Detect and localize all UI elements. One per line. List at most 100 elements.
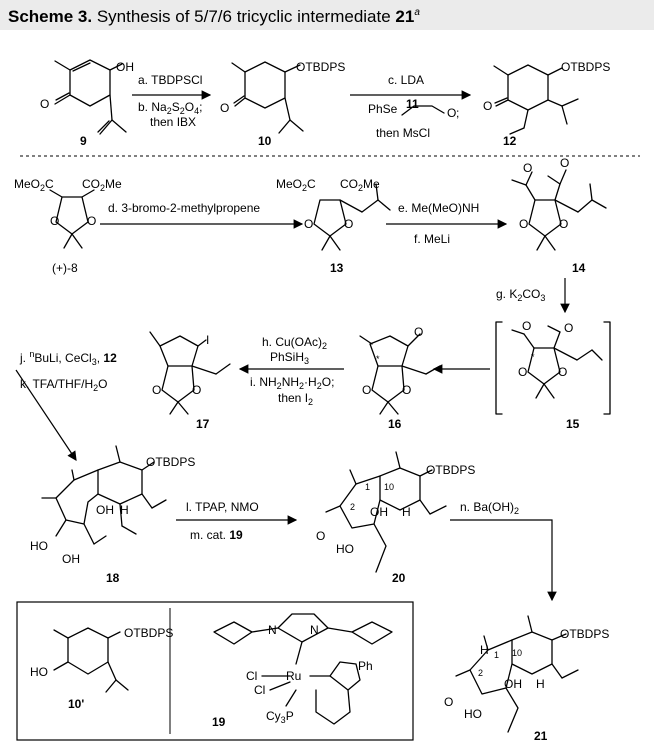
cond-i: i. NH2NH2·H2O; bbox=[250, 375, 334, 391]
svg-text:H: H bbox=[402, 505, 411, 519]
svg-text:OH: OH bbox=[62, 552, 80, 566]
cond-f: f. MeLi bbox=[414, 232, 450, 246]
svg-text:O: O bbox=[414, 325, 423, 339]
structure-19: N N Ph Cl Cl Ru Cy3P 19 bbox=[212, 613, 393, 729]
svg-text:OTBDPS: OTBDPS bbox=[146, 455, 195, 469]
cond-j: j. nBuLi, CeCl3, 12 bbox=[19, 349, 117, 367]
catalyst-box bbox=[16, 601, 414, 741]
cond-c-reagent: PhSe bbox=[368, 102, 398, 116]
svg-text:20: 20 bbox=[392, 571, 406, 585]
svg-text:O: O bbox=[316, 529, 325, 543]
svg-text:OTBDPS: OTBDPS bbox=[560, 627, 609, 641]
svg-text:10: 10 bbox=[258, 134, 272, 148]
svg-text:OTBDPS: OTBDPS bbox=[296, 60, 345, 74]
svg-text:HO: HO bbox=[336, 542, 354, 556]
svg-text:2: 2 bbox=[478, 668, 483, 678]
svg-text:Ph: Ph bbox=[358, 659, 373, 673]
structure-15: O O O O * 15 bbox=[495, 319, 611, 431]
svg-text:18: 18 bbox=[106, 571, 120, 585]
svg-text:OH: OH bbox=[116, 60, 134, 74]
svg-text:MeO2C: MeO2C bbox=[276, 177, 316, 193]
svg-text:O: O bbox=[523, 161, 532, 175]
cond-b: b. Na2S2O4; bbox=[138, 100, 202, 116]
structure-10: O OTBDPS 10 bbox=[220, 60, 345, 148]
svg-text:OTBDPS: OTBDPS bbox=[124, 626, 173, 640]
svg-text:O: O bbox=[519, 217, 528, 231]
cond-m: m. cat. 19 bbox=[190, 528, 243, 542]
svg-text:OH: OH bbox=[96, 503, 114, 517]
svg-text:H: H bbox=[536, 677, 545, 691]
svg-text:H: H bbox=[480, 643, 489, 657]
svg-text:O: O bbox=[152, 383, 161, 397]
cond-g: g. K2CO3 bbox=[496, 287, 545, 303]
structure-18: OTBDPS OH H HO OH 18 bbox=[30, 445, 195, 585]
cond-l: l. TPAP, NMO bbox=[186, 500, 259, 514]
cond-i-then: then I2 bbox=[278, 391, 313, 407]
structure-12: O OTBDPS 12 bbox=[483, 60, 610, 148]
svg-text:O: O bbox=[87, 214, 96, 228]
arrow-n bbox=[450, 519, 557, 602]
svg-text:16: 16 bbox=[388, 417, 402, 431]
cond-k: k. TFA/THF/H2O bbox=[20, 377, 107, 393]
svg-text:O: O bbox=[402, 383, 411, 397]
cond-d: d. 3-bromo-2-methylpropene bbox=[108, 201, 260, 215]
svg-text:*: * bbox=[376, 354, 380, 364]
cond-h2: PhSiH3 bbox=[270, 350, 309, 366]
svg-text:Cl: Cl bbox=[246, 669, 257, 683]
svg-text:HO: HO bbox=[30, 665, 48, 679]
svg-text:17: 17 bbox=[196, 417, 210, 431]
structure-14: O O O O 14 bbox=[511, 156, 607, 275]
cond-n: n. Ba(OH)2 bbox=[460, 500, 519, 516]
cond-a: a. TBDPSCl bbox=[138, 73, 202, 87]
svg-text:2: 2 bbox=[350, 502, 355, 512]
structure-20: OTBDPS 1 2 10 OH H O HO 20 bbox=[316, 451, 475, 585]
svg-text:O: O bbox=[192, 383, 201, 397]
structure-17: I O O 17 bbox=[149, 331, 231, 431]
cond-c: c. LDA bbox=[388, 73, 424, 87]
svg-text:9: 9 bbox=[80, 134, 87, 148]
svg-text:10: 10 bbox=[512, 648, 522, 658]
svg-text:N: N bbox=[310, 623, 319, 637]
svg-text:O: O bbox=[564, 321, 573, 335]
svg-text:OTBDPS: OTBDPS bbox=[426, 463, 475, 477]
svg-text:MeO2C: MeO2C bbox=[14, 177, 54, 193]
svg-text:O: O bbox=[483, 99, 492, 113]
svg-text:;: ; bbox=[456, 106, 459, 120]
svg-text:19: 19 bbox=[212, 715, 226, 729]
svg-text:15: 15 bbox=[566, 417, 580, 431]
svg-text:21: 21 bbox=[534, 729, 548, 743]
svg-text:O: O bbox=[522, 319, 531, 333]
svg-text:Ru: Ru bbox=[286, 669, 301, 683]
svg-text:O: O bbox=[50, 214, 59, 228]
svg-text:1: 1 bbox=[494, 650, 499, 660]
svg-text:O: O bbox=[40, 97, 49, 111]
structure-10-prime: OTBDPS HO 10' bbox=[30, 626, 173, 711]
svg-text:*: * bbox=[531, 352, 535, 362]
svg-text:10: 10 bbox=[384, 482, 394, 492]
structure-21: OTBDPS H 1 2 10 OH H O HO 21 bbox=[444, 615, 609, 743]
svg-text:CO2Me: CO2Me bbox=[82, 177, 122, 193]
svg-text:H: H bbox=[120, 503, 129, 517]
cond-c-then: then MsCl bbox=[376, 126, 430, 140]
svg-text:(+)-8: (+)-8 bbox=[52, 261, 78, 275]
svg-text:O: O bbox=[518, 365, 527, 379]
cond-b-then: then IBX bbox=[150, 115, 196, 129]
title-bar bbox=[0, 0, 654, 30]
svg-text:Cl: Cl bbox=[254, 683, 265, 697]
svg-text:N: N bbox=[268, 623, 277, 637]
svg-text:O: O bbox=[444, 695, 453, 709]
svg-text:OTBDPS: OTBDPS bbox=[561, 60, 610, 74]
svg-text:CO2Me: CO2Me bbox=[340, 177, 380, 193]
structure-16: O * O O 16 bbox=[359, 325, 441, 431]
structure-8: MeO2C CO2Me O O (+)-8 bbox=[14, 177, 122, 275]
cy3p-label: Cy3P bbox=[266, 709, 294, 725]
svg-text:O: O bbox=[447, 106, 456, 120]
svg-text:12: 12 bbox=[503, 134, 517, 148]
svg-text:O: O bbox=[558, 365, 567, 379]
svg-text:I: I bbox=[206, 333, 209, 347]
svg-text:O: O bbox=[304, 217, 313, 231]
svg-text:O: O bbox=[344, 217, 353, 231]
arrow-jk bbox=[15, 369, 77, 461]
svg-text:14: 14 bbox=[572, 261, 586, 275]
